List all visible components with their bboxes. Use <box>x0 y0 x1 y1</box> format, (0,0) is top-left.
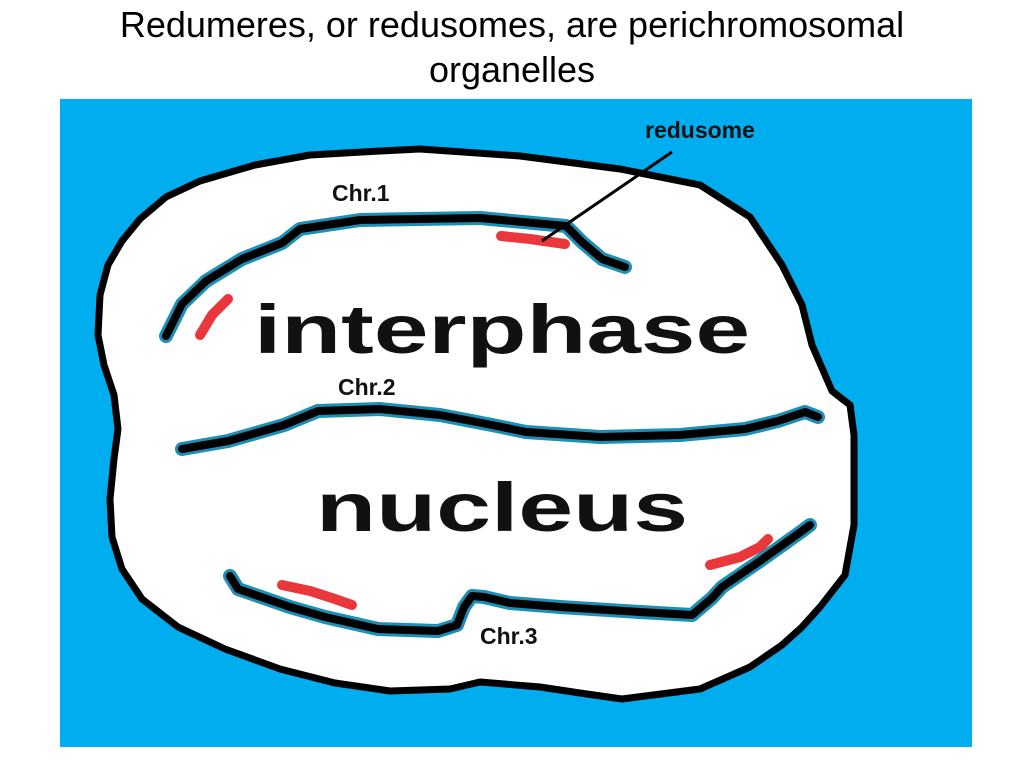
chromosome-1 <box>162 214 629 340</box>
redusome-chr3-left <box>277 580 357 610</box>
slide-title-line-2: organelles <box>428 49 596 90</box>
chromosome-3 <box>226 521 814 635</box>
redusome-chr1-left <box>195 294 233 340</box>
slide-title: Redumeres, or redusomes, are perichromos… <box>0 2 1024 92</box>
word-interphase: interphase <box>254 291 750 368</box>
redusome-pointer-line <box>541 150 673 243</box>
diagram-canvas: redusome Chr.1 Chr.2 Chr.3 interphase nu… <box>60 99 972 747</box>
chr3-label: Chr.3 <box>480 623 538 649</box>
chr2-label: Chr.2 <box>338 374 396 400</box>
nucleus-diagram: redusome Chr.1 Chr.2 Chr.3 interphase nu… <box>60 99 972 747</box>
chromosome-2 <box>178 405 822 453</box>
redusome-chr3-right <box>705 534 773 570</box>
slide-title-line-1: Redumeres, or redusomes, are perichromos… <box>119 4 905 45</box>
pointer-label-redusome: redusome <box>645 117 755 143</box>
word-nucleus: nucleus <box>316 469 688 546</box>
redusome-chr1-right <box>496 231 570 249</box>
chr1-label: Chr.1 <box>332 180 390 206</box>
